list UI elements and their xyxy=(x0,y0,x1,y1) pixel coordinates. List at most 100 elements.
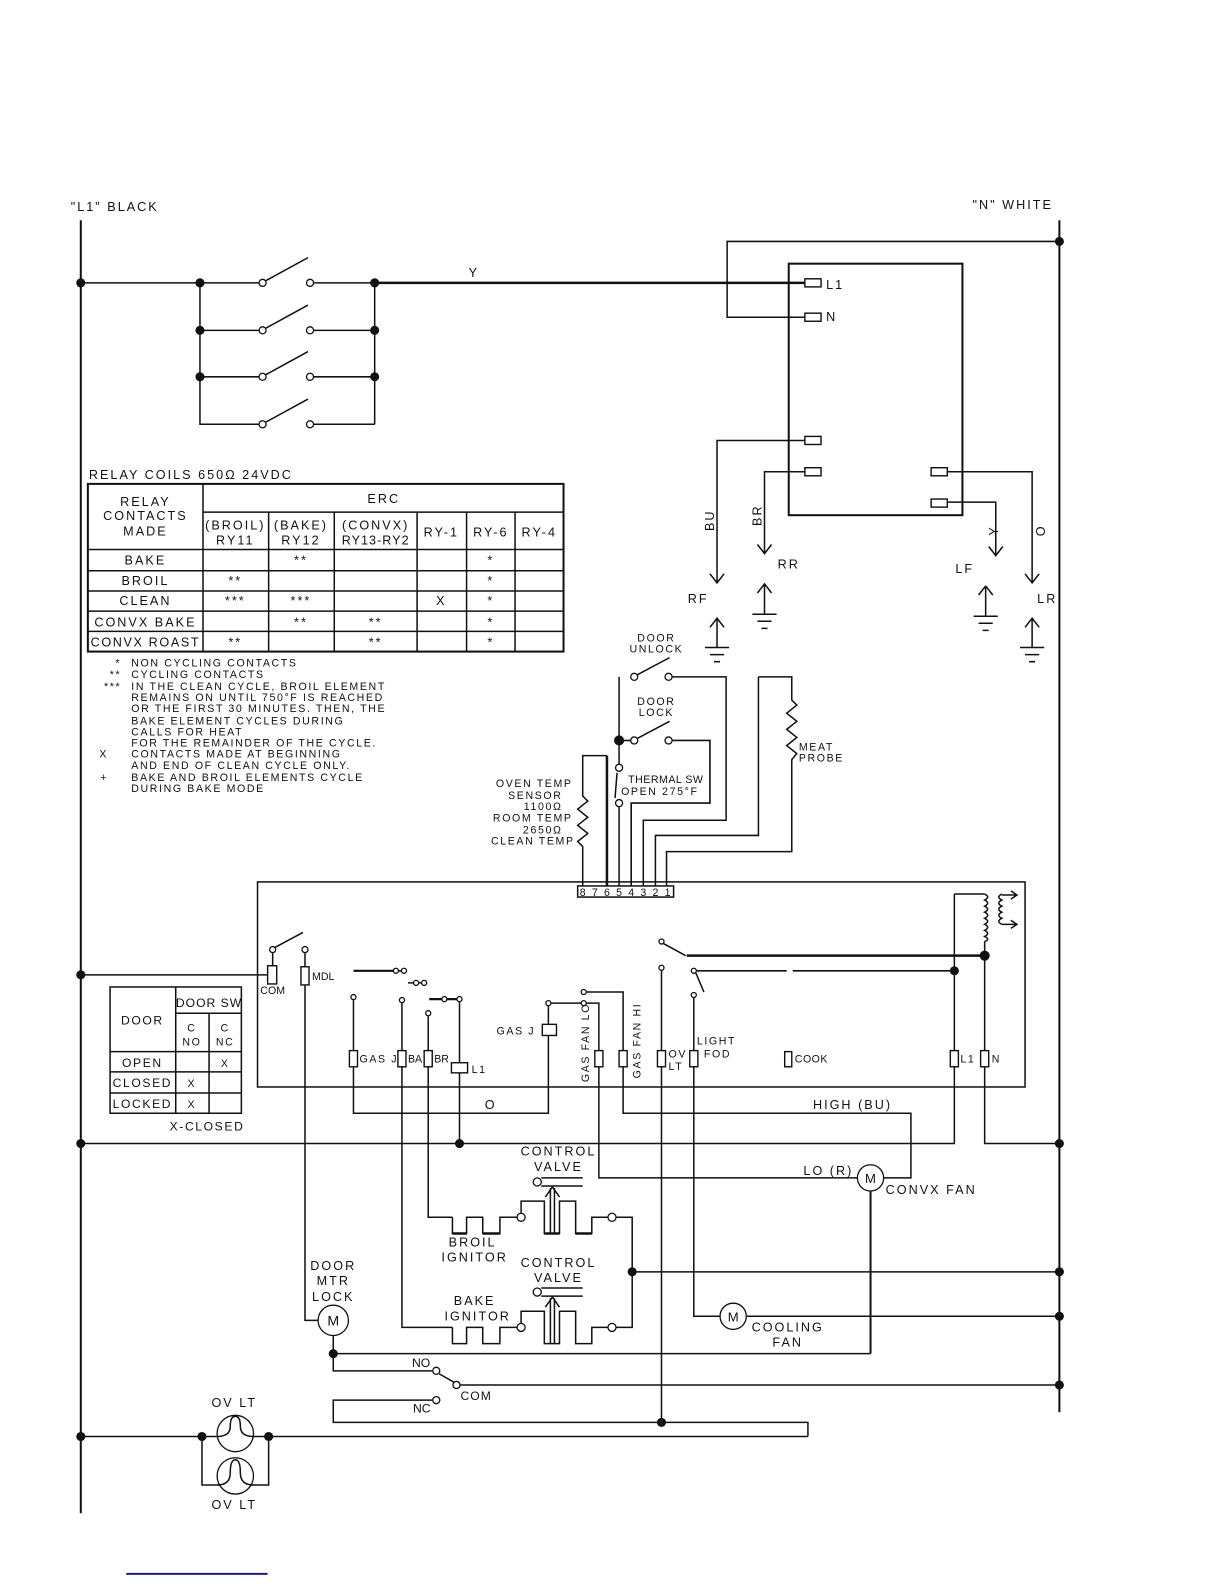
ground-icon xyxy=(1020,617,1045,663)
control-valve-label: CONTROL xyxy=(521,1256,597,1270)
col-header: RY-4 xyxy=(522,525,557,539)
door-motor-lock: M DOOR MTR LOCK xyxy=(310,1259,433,1372)
n-rail-label: "N" WHITE xyxy=(973,198,1053,212)
relay-table-title: RELAY COILS 650Ω 24VDC xyxy=(89,468,293,482)
electrode-lf-label: LF xyxy=(955,562,974,576)
door-unlock-label: UNLOCK xyxy=(630,644,684,656)
note-text: BAKE AND BROIL ELEMENTS CYCLE xyxy=(131,772,363,784)
sensor-label: 1100Ω xyxy=(524,801,563,813)
wire-lo-label: LO (R) xyxy=(803,1164,853,1178)
broil-ignitor-label: IGNITOR xyxy=(441,1251,507,1265)
bake-ignitor: BAKE IGNITOR xyxy=(444,1294,617,1345)
transformer-icon xyxy=(982,890,1019,943)
cell: X xyxy=(188,1099,197,1111)
door-lock-switches: DOOR UNLOCK DOOR LOCK THERMAL SW OPEN 27… xyxy=(614,632,727,886)
pin-number: 5 xyxy=(616,887,622,899)
cooling-fan-label: FAN xyxy=(772,1336,803,1350)
terminal-l1-label: L1 xyxy=(960,1054,975,1066)
relay-notes: * NON CYCLING CONTACTS ** CYCLING CONTAC… xyxy=(99,658,386,795)
pin-number: 1 xyxy=(665,887,671,899)
cell: *** xyxy=(225,594,246,608)
terminal-ba-label: BA xyxy=(408,1054,423,1066)
terminal-fod-label: FOD xyxy=(704,1049,731,1061)
col-header: RY12 xyxy=(281,533,320,547)
pin-number: 7 xyxy=(592,887,598,899)
motor-symbol: M xyxy=(327,1312,339,1328)
col-header: RY-6 xyxy=(473,525,508,539)
col-header: C xyxy=(221,1022,230,1034)
note-symbol: + xyxy=(100,772,108,784)
row-mode: CONVX BAKE xyxy=(94,615,196,629)
module-n-label: N xyxy=(826,310,837,324)
broil-ignitor: BROIL IGNITOR xyxy=(441,1200,633,1329)
pin-number: 3 xyxy=(640,887,646,899)
row-state: CLOSED xyxy=(113,1076,172,1090)
door-switch-nc-label: NC xyxy=(413,1401,431,1415)
l1-rail-label: "L1" BLACK xyxy=(71,200,159,214)
cell: ** xyxy=(228,574,242,588)
terminal-n-label: N xyxy=(992,1054,1001,1066)
row-mode: CLEAN xyxy=(119,594,171,608)
door-switch-no-label: NO xyxy=(412,1356,430,1370)
terminal-ov-lt-label: LT xyxy=(669,1061,684,1073)
terminal-gas-fan-lo-label: GAS FAN LO xyxy=(580,1003,592,1082)
wire-o-label-2: O xyxy=(485,1098,497,1112)
row-state: LOCKED xyxy=(113,1097,172,1111)
sensor-label: SENSOR xyxy=(508,790,562,802)
cell: ** xyxy=(294,554,308,568)
electrode-rf-label: RF xyxy=(688,592,709,606)
oven-lights: OV LT OV LT xyxy=(76,1396,808,1512)
cell: * xyxy=(487,615,494,629)
cooling-fan: M COOLING FAN xyxy=(719,1302,1064,1350)
control-valve-label: CONTROL xyxy=(521,1145,597,1159)
sensor-label: ROOM TEMP xyxy=(493,812,573,824)
col-header: (CONVX) xyxy=(342,518,409,532)
wire-bu-label: BU xyxy=(703,509,717,531)
spark-module: L1 N xyxy=(726,236,1064,517)
note-text: CONTACTS MADE AT BEGINNING xyxy=(131,749,341,761)
terminal-gas-fan-hi-label: GAS FAN HI xyxy=(631,1003,643,1079)
cell: * xyxy=(487,594,494,608)
broil-control-valve: CONTROL VALVE xyxy=(521,1145,597,1234)
col-header: (BROIL) xyxy=(205,518,265,532)
door-switch-com-label: COM xyxy=(461,1389,492,1403)
door-lock-label: LOCK xyxy=(639,707,674,719)
cooling-fan-label: COOLING xyxy=(752,1320,824,1334)
col-header: NO xyxy=(182,1037,201,1049)
note-text: IN THE CLEAN CYCLE, BROIL ELEMENT xyxy=(131,681,386,693)
note-symbol: X xyxy=(99,749,108,761)
door-table-legend: X-CLOSED xyxy=(170,1119,245,1133)
electronic-range-control: COM MDL GAS J BA BR L1 GAS J GAS FAN LO … xyxy=(76,881,1060,1423)
terminal-gas-j-label: GAS J xyxy=(360,1054,399,1066)
cell: * xyxy=(487,636,494,650)
door-unlock-label: DOOR xyxy=(637,632,675,644)
door-sw-header: DOOR SW xyxy=(176,996,242,1010)
wire-high-label: HIGH (BU) xyxy=(813,1098,892,1112)
motor-symbol: M xyxy=(728,1309,739,1324)
col-header: RY11 xyxy=(216,533,254,547)
door-lock-label: DOOR xyxy=(637,696,675,708)
thermal-switch-label: OPEN 275°F xyxy=(621,786,699,798)
cell: *** xyxy=(291,594,312,608)
door-mtr-lock-label: DOOR xyxy=(310,1259,356,1273)
col-header: NC xyxy=(216,1037,235,1049)
wire-y-label-2: Y xyxy=(987,525,1001,535)
terminal-br-label: BR xyxy=(434,1054,449,1066)
relay-gas-j-label: GAS J xyxy=(497,1025,536,1037)
col-header: (BAKE) xyxy=(274,518,328,532)
note-text: CALLS FOR HEAT xyxy=(131,726,243,738)
terminal-com-label: COM xyxy=(260,985,285,997)
col-header: C xyxy=(187,1022,196,1034)
ground-icon xyxy=(752,582,777,630)
note-symbol: ** xyxy=(110,669,121,681)
cell: X xyxy=(188,1078,197,1090)
sensor-label: CLEAN TEMP xyxy=(491,836,575,848)
lamp-icon xyxy=(216,1457,255,1495)
module-l1-label: L1 xyxy=(826,278,844,292)
broil-ignitor-label: BROIL xyxy=(449,1236,497,1250)
electrode-lr-label: LR xyxy=(1037,592,1057,606)
row-state: OPEN xyxy=(122,1056,163,1070)
note-text: AND END OF CLEAN CYCLE ONLY. xyxy=(131,760,351,772)
electrode-rr-label: RR xyxy=(778,558,800,572)
